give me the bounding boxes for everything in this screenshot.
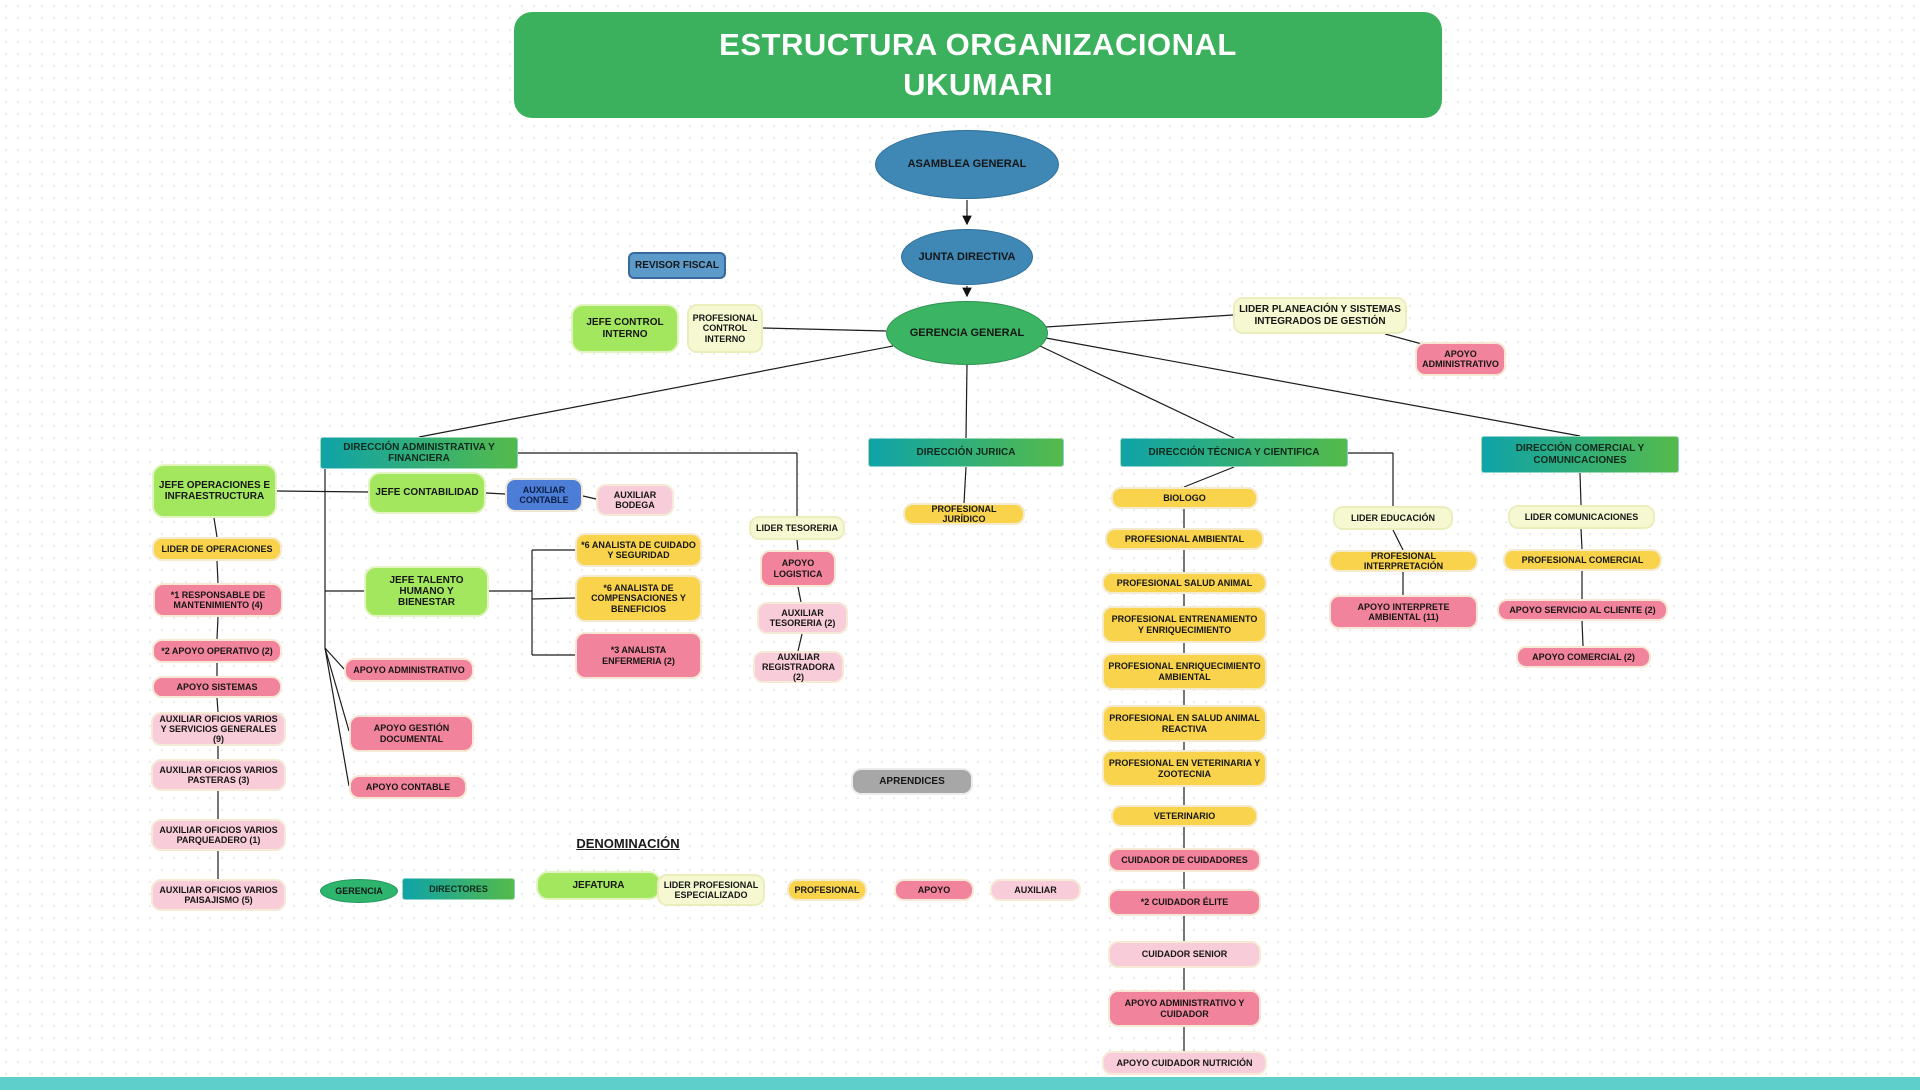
bottom-teal-bar xyxy=(0,1077,1920,1090)
node-profesional-veterinaria-zootecnia[interactable]: PROFESIONAL EN VETERINARIA Y ZOOTECNIA xyxy=(1102,750,1267,787)
node-responsable-mantenimiento[interactable]: *1 RESPONSABLE DE MANTENIMIENTO (4) xyxy=(153,583,283,617)
node-lider-operaciones[interactable]: LIDER DE OPERACIONES xyxy=(152,537,282,561)
node-apoyo-administrativo-gerencia[interactable]: APOYO ADMINISTRATIVO xyxy=(1415,342,1506,376)
node-auxiliar-contable[interactable]: AUXILIAR CONTABLE xyxy=(505,478,583,512)
node-jefe-control-interno[interactable]: JEFE CONTROL INTERNO xyxy=(571,304,679,353)
title-line-2: UKUMARI xyxy=(903,67,1053,102)
node-apoyo-logistica[interactable]: APOYO LOGISTICA xyxy=(760,550,836,587)
node-revisor-fiscal[interactable]: REVISOR FISCAL xyxy=(628,252,726,279)
node-apoyo-interprete-ambiental[interactable]: APOYO INTERPRETE AMBIENTAL (11) xyxy=(1329,595,1478,629)
node-auxiliar-bodega[interactable]: AUXILIAR BODEGA xyxy=(596,484,674,516)
legend-item-profesional[interactable]: PROFESIONAL xyxy=(787,879,867,901)
node-lider-educacion[interactable]: LIDER EDUCACIÓN xyxy=(1333,506,1453,530)
node-apoyo-contable[interactable]: APOYO CONTABLE xyxy=(349,775,467,799)
node-profesional-interpretacion[interactable]: PROFESIONAL INTERPRETACIÓN xyxy=(1329,550,1478,572)
node-jefe-talento-humano[interactable]: JEFE TALENTO HUMANO Y BIENESTAR xyxy=(364,566,489,617)
node-apoyo-operativo[interactable]: *2 APOYO OPERATIVO (2) xyxy=(152,639,282,663)
node-aprendices[interactable]: APRENDICES xyxy=(851,768,973,795)
node-apoyo-servicio-cliente[interactable]: APOYO SERVICIO AL CLIENTE (2) xyxy=(1497,599,1668,621)
node-cuidador-elite[interactable]: *2 CUIDADOR ÉLITE xyxy=(1108,889,1261,916)
node-direccion-comercial-comunicaciones[interactable]: DIRECCIÓN COMERCIAL Y COMUNICACIONES xyxy=(1481,436,1679,473)
node-profesional-comercial[interactable]: PROFESIONAL COMERCIAL xyxy=(1503,549,1662,571)
node-auxiliar-pasteras[interactable]: AUXILIAR OFICIOS VARIOS PASTERAS (3) xyxy=(151,759,286,791)
node-profesional-salud-animal[interactable]: PROFESIONAL SALUD ANIMAL xyxy=(1102,572,1267,594)
node-lider-comunicaciones[interactable]: LIDER COMUNICACIONES xyxy=(1508,505,1655,529)
legend-item-apoyo[interactable]: APOYO xyxy=(894,879,974,901)
node-apoyo-gestion-documental[interactable]: APOYO GESTIÓN DOCUMENTAL xyxy=(349,715,474,752)
node-direccion-juridica[interactable]: DIRECCIÓN JURIICA xyxy=(868,438,1064,467)
node-profesional-salud-reactiva[interactable]: PROFESIONAL EN SALUD ANIMAL REACTIVA xyxy=(1102,705,1267,742)
node-profesional-juridico[interactable]: PROFESIONAL JURÍDICO xyxy=(903,503,1025,525)
node-profesional-enriquecimiento-ambiental[interactable]: PROFESIONAL ENRIQUECIMIENTO AMBIENTAL xyxy=(1102,653,1267,690)
node-gerencia-general[interactable]: GERENCIA GENERAL xyxy=(886,301,1048,365)
node-lider-tesoreria[interactable]: LIDER TESORERIA xyxy=(749,516,845,540)
node-jefe-contabilidad[interactable]: JEFE CONTABILIDAD xyxy=(368,472,486,514)
legend-item-gerencia[interactable]: GERENCIA xyxy=(320,879,398,903)
node-direccion-tecnica-cientifica[interactable]: DIRECCIÓN TÉCNICA Y CIENTIFICA xyxy=(1120,438,1348,467)
node-cuidador-senior[interactable]: CUIDADOR SENIOR xyxy=(1108,941,1261,968)
node-profesional-ambiental[interactable]: PROFESIONAL AMBIENTAL xyxy=(1105,528,1264,550)
node-apoyo-administrativo-admin[interactable]: APOYO ADMINISTRATIVO xyxy=(344,658,474,682)
node-lider-planeacion-sig[interactable]: LIDER PLANEACIÓN Y SISTEMAS INTEGRADOS D… xyxy=(1233,297,1407,334)
node-analista-enfermeria[interactable]: *3 ANALISTA ENFERMERIA (2) xyxy=(575,632,702,679)
node-cuidador-de-cuidadores[interactable]: CUIDADOR DE CUIDADORES xyxy=(1108,848,1261,872)
legend-item-jefatura[interactable]: JEFATURA xyxy=(536,871,661,900)
node-direccion-administrativa-financiera[interactable]: DIRECCIÓN ADMINISTRATIVA Y FINANCIERA xyxy=(320,437,518,469)
legend-item-directores[interactable]: DIRECTORES xyxy=(402,878,515,900)
node-apoyo-sistemas[interactable]: APOYO SISTEMAS xyxy=(152,676,282,698)
node-profesional-control-interno[interactable]: PROFESIONAL CONTROL INTERNO xyxy=(687,304,763,353)
legend-item-auxiliar[interactable]: AUXILIAR xyxy=(990,879,1081,901)
node-auxiliar-paisajismo[interactable]: AUXILIAR OFICIOS VARIOS PAISAJISMO (5) xyxy=(151,879,286,911)
node-apoyo-comercial[interactable]: APOYO COMERCIAL (2) xyxy=(1516,646,1651,668)
node-analista-compensaciones[interactable]: *6 ANALISTA DE COMPENSACIONES Y BENEFICI… xyxy=(575,575,702,622)
node-biologo[interactable]: BIOLOGO xyxy=(1111,487,1258,509)
node-asamblea-general[interactable]: ASAMBLEA GENERAL xyxy=(875,130,1059,199)
node-auxiliar-registradora[interactable]: AUXILIAR REGISTRADORA (2) xyxy=(753,651,844,683)
page-title[interactable]: ESTRUCTURA ORGANIZACIONAL UKUMARI xyxy=(514,12,1442,118)
node-analista-cuidado-seguridad[interactable]: *6 ANALISTA DE CUIDADO Y SEGURIDAD xyxy=(575,533,702,567)
node-auxiliar-tesoreria[interactable]: AUXILIAR TESORERIA (2) xyxy=(757,602,848,634)
legend-heading[interactable]: DENOMINACIÓN xyxy=(576,836,680,851)
node-auxiliar-servicios-generales[interactable]: AUXILIAR OFICIOS VARIOS Y SERVICIOS GENE… xyxy=(151,712,286,746)
node-apoyo-cuidador-nutricion[interactable]: APOYO CUIDADOR NUTRICIÓN xyxy=(1102,1051,1267,1075)
title-line-1: ESTRUCTURA ORGANIZACIONAL xyxy=(719,26,1237,62)
node-jefe-operaciones[interactable]: JEFE OPERACIONES E INFRAESTRUCTURA xyxy=(152,464,277,518)
node-profesional-entrenamiento[interactable]: PROFESIONAL ENTRENAMIENTO Y ENRIQUECIMIE… xyxy=(1102,606,1267,643)
legend-item-lider-profesional[interactable]: LIDER PROFESIONAL ESPECIALIZADO xyxy=(657,874,765,906)
node-apoyo-administrativo-cuidador[interactable]: APOYO ADMINISTRATIVO Y CUIDADOR xyxy=(1108,990,1261,1027)
node-auxiliar-parqueadero[interactable]: AUXILIAR OFICIOS VARIOS PARQUEADERO (1) xyxy=(151,819,286,851)
node-junta-directiva[interactable]: JUNTA DIRECTIVA xyxy=(901,229,1033,285)
node-veterinario[interactable]: VETERINARIO xyxy=(1111,805,1258,827)
